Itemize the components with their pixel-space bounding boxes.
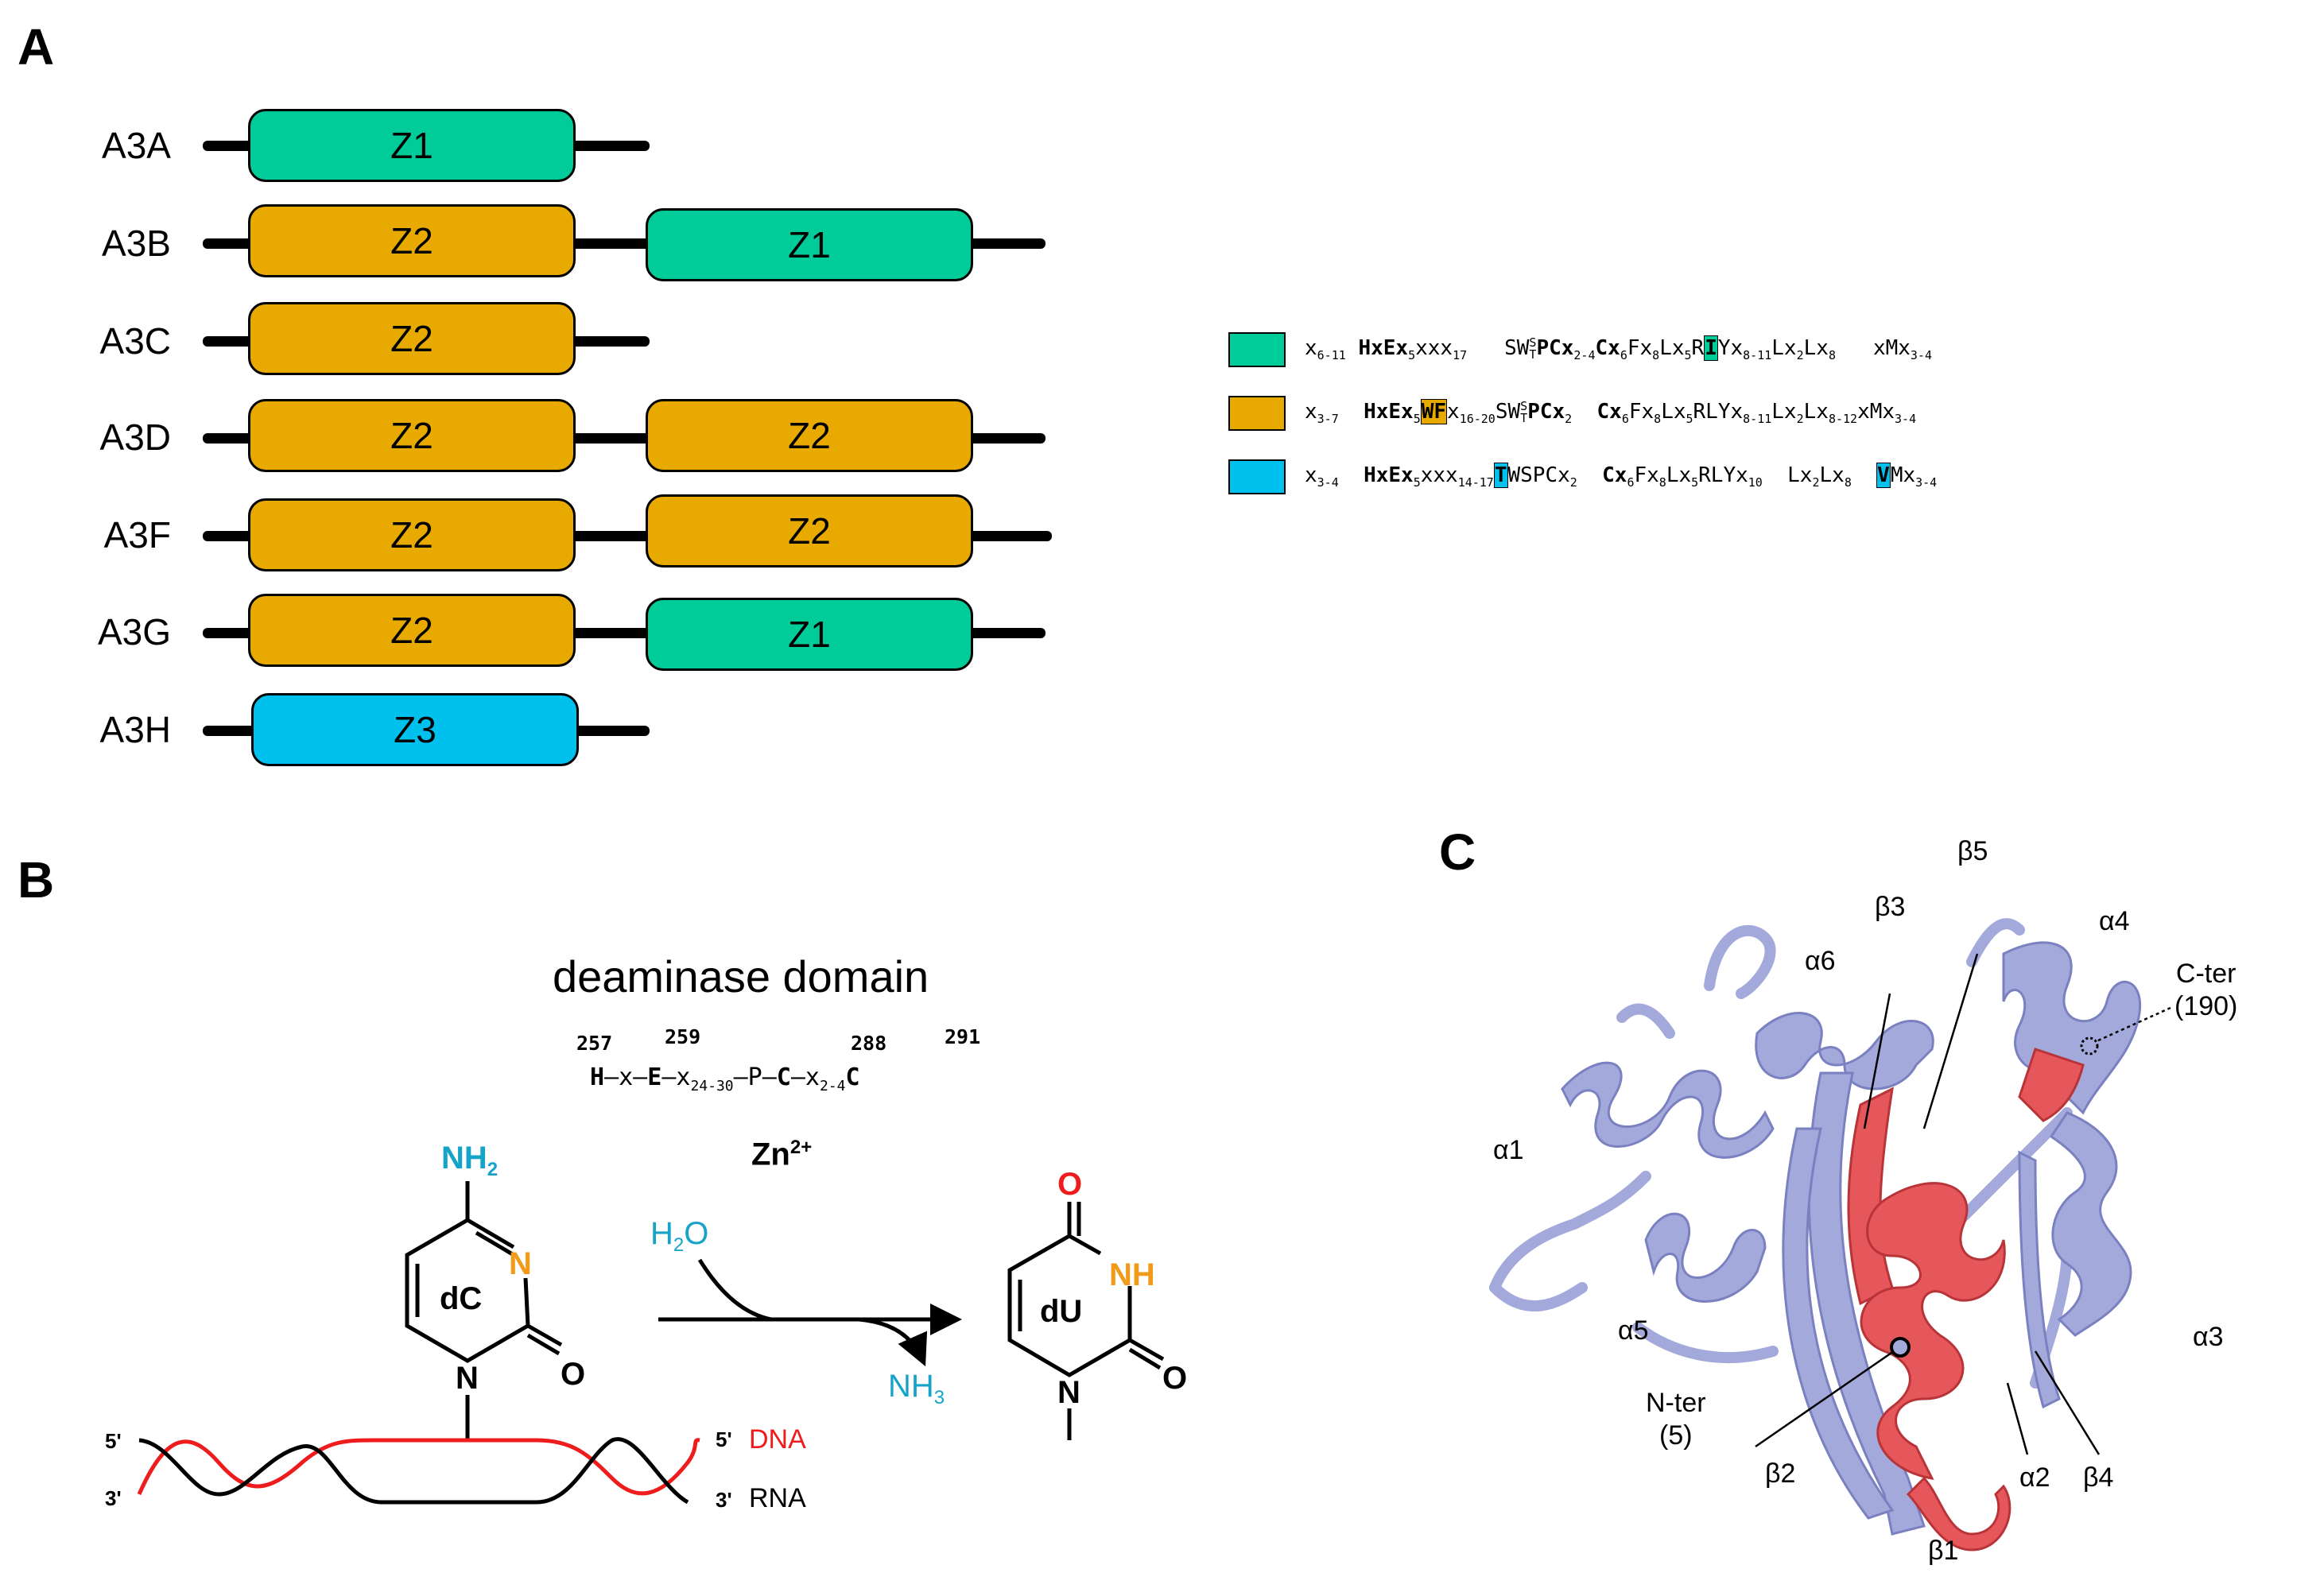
helix-label: α5	[1618, 1315, 1649, 1346]
strand-label: β5	[1957, 836, 1988, 866]
rna-label: RNA	[749, 1483, 806, 1513]
highlight-residue: V	[1876, 463, 1891, 489]
ammonia: NH3	[888, 1369, 945, 1408]
zinc-domain: Z2	[248, 204, 576, 277]
protein-label: A3F	[103, 514, 171, 556]
ring-nitrogen: N	[509, 1246, 532, 1281]
panel-letter-c: C	[1439, 823, 1476, 881]
zinc-domain: Z2	[248, 498, 576, 571]
strand-label: β1	[1928, 1536, 1959, 1566]
panel-letter-a: A	[17, 18, 55, 76]
highlight-residue: I	[1704, 335, 1718, 362]
zinc-domain: Z2	[646, 399, 973, 472]
zinc-domain: Z2	[248, 302, 576, 375]
n-terminus-label: N-ter(5)	[1646, 1388, 1706, 1451]
n-terminus-marker	[1890, 1337, 1911, 1358]
c-terminus-marker	[2080, 1036, 2099, 1056]
ring-nitrogen: N	[1057, 1375, 1080, 1410]
zinc-domain: Z1	[248, 109, 576, 182]
protein-label: A3H	[99, 709, 171, 750]
highlight-residue: T	[1493, 463, 1508, 489]
carbonyl-oxygen: O	[1057, 1167, 1083, 1202]
loop	[1489, 918, 2073, 1389]
cytidine-label: dC	[440, 1281, 483, 1316]
z2-swatch	[1228, 396, 1286, 431]
zinc-cofactor: Zn2+	[751, 1137, 813, 1172]
helix-label: α2	[2019, 1462, 2050, 1493]
dna-label: DNA	[749, 1424, 806, 1455]
highlight-residue: WF	[1420, 399, 1448, 425]
protein-label: A3B	[102, 223, 171, 264]
uridine-ring	[1007, 1202, 1165, 1440]
residue-position: 288	[851, 1032, 887, 1055]
ring-nh: NH	[1109, 1257, 1155, 1292]
highlighted-region	[1847, 1048, 2085, 1551]
zinc-domain: Z1	[646, 598, 973, 671]
ring-nitrogen: N	[456, 1361, 479, 1396]
protein-label: A3C	[99, 320, 171, 362]
zinc-domain: Z2	[248, 594, 576, 667]
zinc-domain: Z3	[251, 693, 579, 766]
cytidine-ring	[405, 1181, 563, 1440]
helix-label: α1	[1493, 1135, 1524, 1165]
rna-strand	[138, 1437, 689, 1505]
strand-end-label: 3'	[716, 1488, 732, 1512]
zinc-domain: Z1	[646, 208, 973, 281]
alpha-helix	[1561, 941, 2142, 1337]
residue-position: 291	[945, 1025, 981, 1048]
strand-label: β3	[1875, 892, 1906, 922]
zinc-domain: Z2	[248, 399, 576, 472]
amino-group: NH2	[441, 1141, 499, 1180]
panel-letter-b: B	[17, 851, 55, 908]
leader-line	[1755, 953, 2171, 1455]
motif-row-z3: x3-4 HxEx5xxx14-17TWSPCx2 Cx6Fx8Lx5RLYx1…	[1228, 457, 1937, 497]
motif-sequence: H–x–E–x24-30–P–C–x2-4C	[590, 1063, 860, 1094]
carbonyl-oxygen: O	[561, 1357, 586, 1392]
strand-label: β4	[2083, 1462, 2114, 1493]
protein-label: A3D	[99, 416, 171, 458]
uridine-label: dU	[1040, 1294, 1083, 1329]
residue-position: 257	[576, 1032, 613, 1055]
beta-strand	[1782, 1071, 2061, 1536]
helix-label: α3	[2193, 1322, 2224, 1352]
dna-strand	[137, 1438, 700, 1496]
z3-swatch	[1228, 459, 1286, 494]
strand-end-label: 5'	[716, 1427, 732, 1451]
helix-label: α4	[2099, 906, 2130, 936]
zinc-domain: Z2	[646, 494, 973, 568]
carbonyl-oxygen: O	[1162, 1361, 1188, 1396]
protein-label: A3A	[102, 125, 171, 166]
reaction-arrow	[658, 1258, 962, 1367]
c-terminus-label: C-ter(190)	[2174, 959, 2238, 1021]
strand-end-label: 5'	[105, 1429, 122, 1453]
deaminase-title: deaminase domain	[553, 951, 929, 1001]
water: H2O	[650, 1216, 709, 1256]
helix-label: α6	[1805, 946, 1836, 976]
strand-label: β2	[1765, 1458, 1796, 1489]
motif-text: x3-4 HxEx5xxx14-17TWSPCx2 Cx6Fx8Lx5RLYx1…	[1305, 463, 1938, 490]
protein-label: A3G	[97, 611, 171, 653]
z1-swatch	[1228, 332, 1286, 367]
strand-end-label: 3'	[105, 1486, 122, 1510]
residue-position: 259	[665, 1025, 701, 1048]
